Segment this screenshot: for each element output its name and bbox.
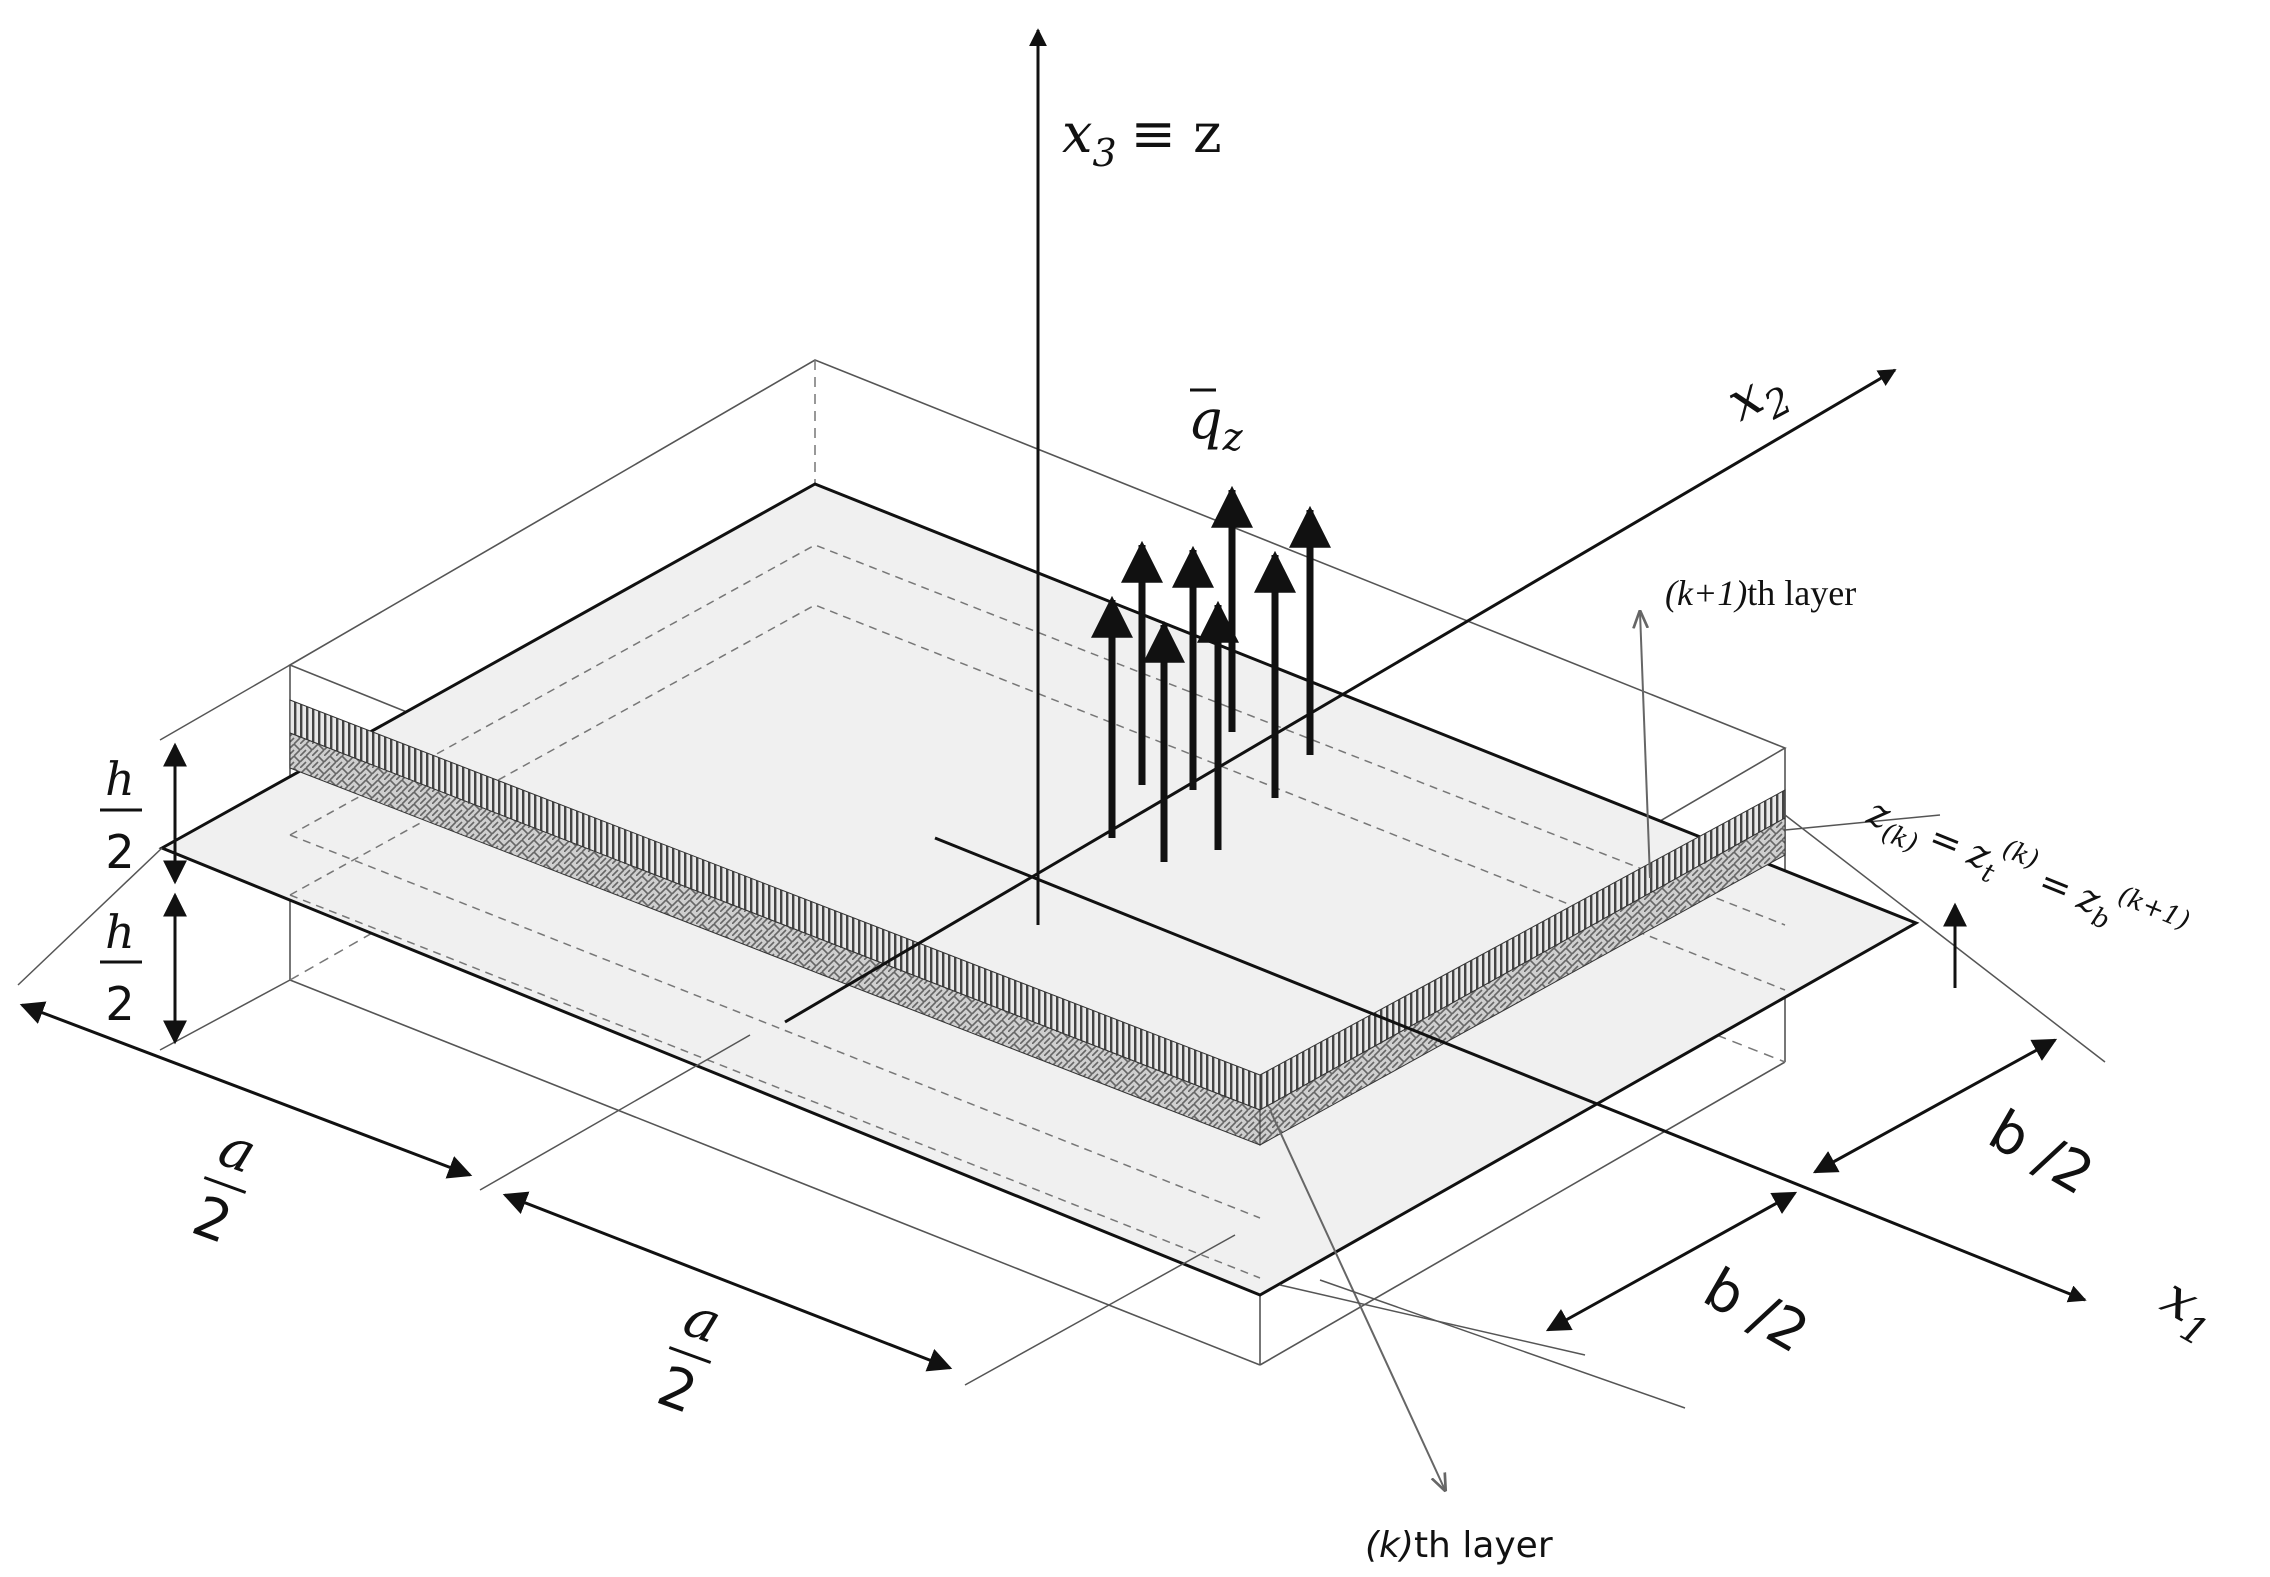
dim-h-lower-label: h 2: [100, 905, 142, 1031]
upper-layer-label: (k+1)th layer: [1665, 573, 1856, 613]
dim-b-upper-label: b/2: [1978, 1098, 2104, 1208]
svg-text:h: h: [105, 905, 135, 959]
dim-b-lower-label: b/2: [1693, 1256, 1819, 1366]
distributed-load-arrows: [1091, 485, 1331, 862]
dim-h-upper-label: h 2: [100, 752, 142, 879]
dim-b-upper: [1812, 1038, 2058, 1174]
svg-text:2: 2: [105, 977, 134, 1031]
svg-text:a: a: [211, 1114, 265, 1187]
svg-text:2: 2: [184, 1184, 240, 1257]
pointer-lower-layer: [1269, 1109, 1445, 1490]
lower-layer-label: (k)th layer: [1365, 1525, 1553, 1566]
axis-x1-label: x1: [2147, 1265, 2231, 1356]
dim-b-lower: [1545, 1191, 1798, 1332]
axis-x1-line: [934, 836, 2087, 1303]
interface-equation: z(k)=zt(k)=zb(k+1): [1858, 782, 2194, 964]
svg-text:a: a: [676, 1284, 730, 1357]
dimension-arrows: [19, 742, 2058, 1372]
axis-x2-line: [784, 368, 1897, 1024]
dim-a-right-label: a 2: [649, 1284, 730, 1427]
load-label: qz: [1188, 388, 1244, 459]
dim-a-left-label: a 2: [184, 1114, 265, 1257]
svg-text:2: 2: [105, 825, 134, 879]
svg-text:h: h: [105, 752, 135, 806]
axis-lines: [784, 28, 2087, 1303]
dim-a-right: [502, 1191, 953, 1372]
layer-k-band-right: [1259, 817, 1786, 1146]
axis-x3-label: x3≡ z: [1062, 102, 1222, 175]
dim-a-left: [19, 1001, 473, 1179]
axis-x2-label: x2: [1717, 352, 1800, 442]
svg-text:2: 2: [649, 1354, 705, 1427]
pointer-upper-layer: [1640, 612, 1651, 879]
